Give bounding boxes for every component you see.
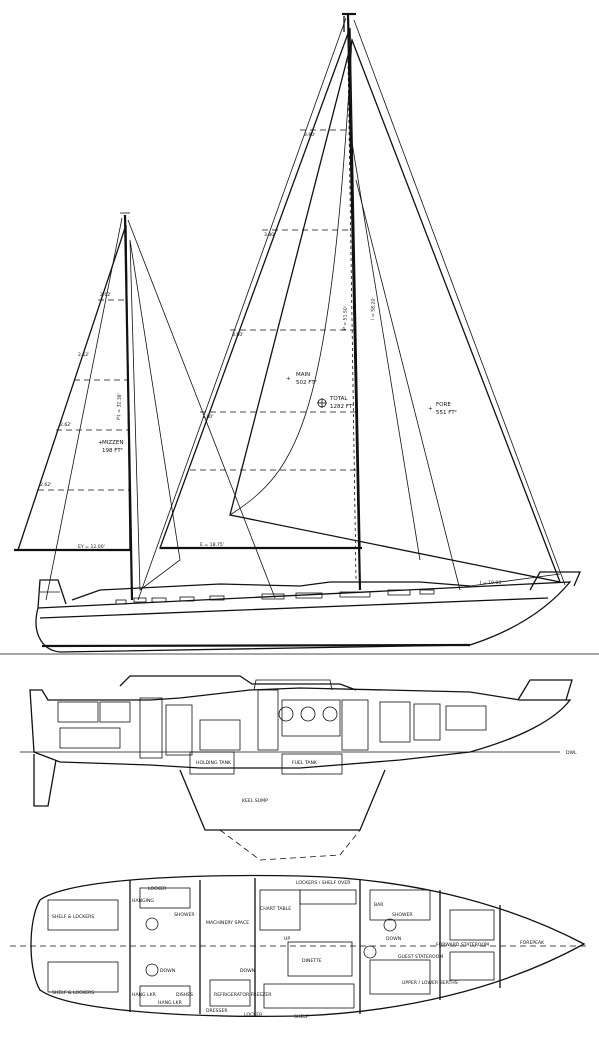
mizzen-sail: [17, 224, 131, 551]
batten-label-2: 3.80': [264, 232, 276, 238]
mizzen-staysail: [129, 239, 181, 591]
shelf-bottom-label: SHELF: [294, 1014, 309, 1020]
bar-label: BAR: [374, 902, 384, 908]
shelf-lockers-lower: SHELF & LOCKERS: [52, 990, 94, 996]
hang-lkr-2-label: HANG LKR: [158, 1000, 183, 1006]
down-aft-label: DOWN: [160, 968, 175, 974]
fore-label: FORE: [436, 402, 451, 408]
locker-aft-label: LOCKER: [148, 886, 167, 892]
machinery-space-label: MACHINERY SPACE: [206, 920, 249, 926]
total-area-label: TOTAL 1282 FT²: [317, 396, 354, 410]
fore-luff-label: I = 58.20': [370, 297, 377, 320]
mizzen-backstay: [45, 217, 123, 601]
holding-tank-label: HOLDING TANK: [196, 760, 232, 766]
total-area: 1282 FT²: [330, 403, 354, 410]
svg-text:+: +: [98, 440, 103, 446]
up-label: UP: [284, 936, 290, 942]
fore-base-label: J = 19.00': [479, 580, 503, 586]
mizzen-foot-label: EY = 12.00': [78, 544, 105, 550]
sail-plan-profile: + MIZZEN 198 FT² + MAIN 502 FT² TOTAL 12…: [0, 12, 599, 655]
mizzen-label: MIZZEN: [102, 440, 124, 446]
svg-text:+: +: [428, 406, 433, 412]
main-label: MAIN: [296, 372, 310, 378]
down-mid-label: DOWN: [240, 968, 255, 974]
main-backstay: [137, 17, 347, 601]
mizzen-luff-label: P1 = 32.38': [116, 393, 123, 420]
fore-sail: [229, 37, 562, 583]
shelf-lockers-upper: SHELF & LOCKERS: [52, 914, 94, 920]
mizzen-batten-label-3: 2.62': [60, 422, 72, 428]
shower-aft-label: SHOWER: [174, 912, 195, 918]
mizzen-batten-label-1: 2.62': [100, 292, 112, 298]
hang-lkr-1-label: HANG LKR: [132, 992, 157, 998]
hanging-label: HANGING: [132, 898, 154, 904]
deck-plan-outline: [30, 874, 586, 1018]
down-fwd-label: DOWN: [386, 936, 401, 942]
total-label: TOTAL: [329, 396, 348, 402]
main-luff-label: P = 51.50': [342, 306, 349, 330]
inboard-keel: [179, 769, 386, 831]
batten-label-1: 3.80': [304, 132, 316, 138]
keel-sump-label: KEEL SUMP: [242, 798, 268, 804]
inboard-hull: [29, 687, 572, 769]
dishes-label: DISHES: [176, 992, 193, 998]
dwl-label: DWL: [566, 750, 577, 756]
shower-fwd-label: SHOWER: [392, 912, 413, 918]
refrigerator-freezer-label: REFRIGERATOR FREEZER: [214, 992, 272, 998]
hull-profile: [35, 581, 572, 653]
batten-label-4: 3.80': [202, 414, 214, 420]
batten-label-3: 3.80': [232, 332, 244, 338]
fore-area-label: + FORE 551 FT²: [428, 402, 457, 416]
forward-stateroom-label: FORWARD STATEROOM: [436, 942, 489, 948]
inboard-profile: FUEL TANK KEEL SUMP HOLDING TANK DWL: [20, 675, 577, 861]
mizzen-batten-label-4: 2.62': [40, 482, 52, 488]
upper-lower-berths-label: UPPER / LOWER BERTHS: [402, 980, 458, 986]
mizzen-area: 198 FT²: [102, 447, 123, 454]
fore-area: 551 FT²: [436, 409, 457, 416]
dresser-label: DRESSER: [206, 1008, 228, 1014]
main-mast: [346, 13, 362, 591]
locker-bottom-label: LOCKER: [244, 1012, 263, 1018]
mizzen-batten-label-2: 2.62': [78, 352, 90, 358]
main-area-label: + MAIN 502 FT²: [286, 372, 317, 386]
inboard-skeg: [33, 754, 57, 807]
svg-text:+: +: [286, 376, 291, 382]
chart-table-label: CHART TABLE: [260, 906, 291, 912]
forestay: [353, 19, 566, 586]
fuel-tank-label: FUEL TANK: [292, 760, 318, 766]
lockers-shelf-over-label: LOCKERS / SHELF OVER: [296, 880, 351, 886]
mizzen-area-label: + MIZZEN 198 FT²: [98, 440, 124, 454]
main-area: 502 FT²: [296, 379, 317, 386]
guest-stateroom-label: GUEST STATEROOM: [398, 954, 443, 960]
accommodation-plan: SHELF & LOCKERS SHELF & LOCKERS LOCKER H…: [10, 874, 590, 1020]
forepeak-label: FOREPEAK: [520, 940, 545, 946]
dinette-label: DINETTE: [302, 958, 322, 964]
main-foot-label: E = 18.75': [200, 542, 224, 548]
